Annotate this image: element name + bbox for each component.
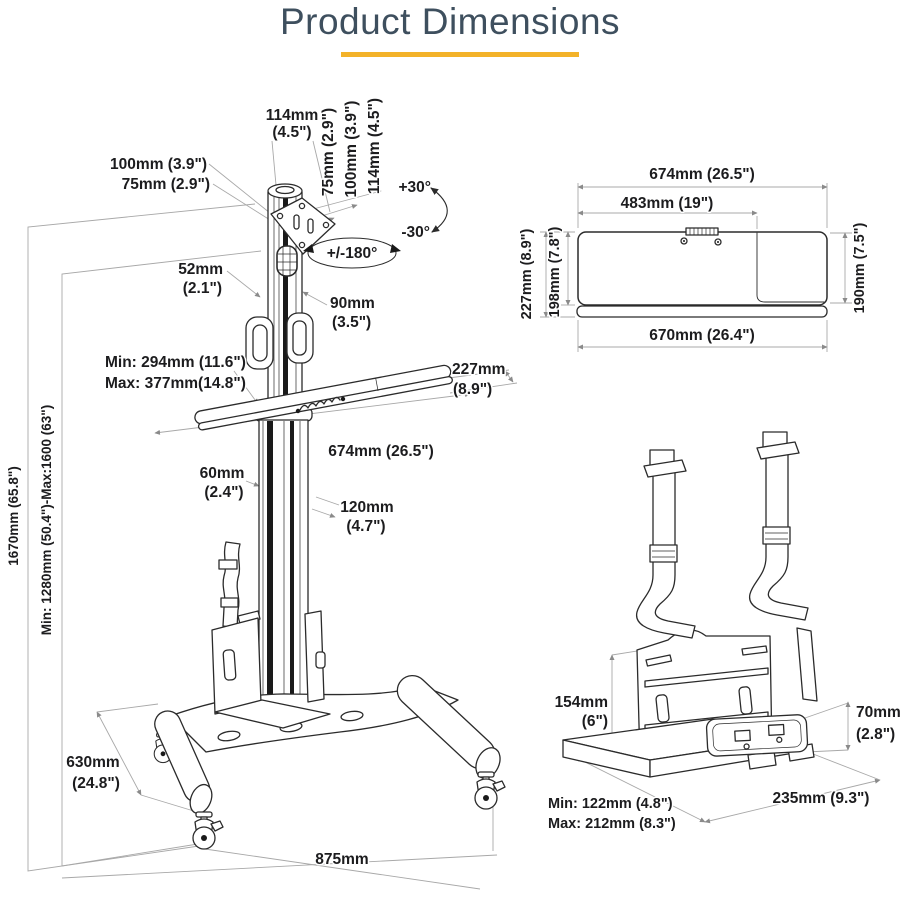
- dim-cpu-front-in: (2.8"): [856, 726, 895, 743]
- dim-pole-width-mm: 52mm: [178, 261, 223, 278]
- dim-col-depth-mm: 120mm: [340, 499, 393, 516]
- cart-lower-column: [254, 407, 313, 707]
- dim-side-75: 75mm (2.9"): [320, 108, 337, 196]
- dim-pole-depth-in: (3.5"): [332, 314, 371, 331]
- cart-drawing: [153, 183, 506, 850]
- cpu-front-panel: [705, 714, 809, 757]
- dim-tilt-up: +30°: [399, 179, 432, 196]
- cpu-holder-view: 154mm (6") 70mm (2.8") 235mm (9.3") Min:…: [547, 431, 900, 834]
- dim-cpu-width-min: Min: 122mm (4.8"): [548, 796, 673, 812]
- cpu-dimension-labels: 154mm (6") 70mm (2.8") 235mm (9.3") Min:…: [547, 693, 900, 834]
- keyboard-tray: [194, 364, 453, 431]
- tray-dimension-labels: 674mm (26.5") 483mm (19") 227mm (8.9") 1…: [518, 165, 870, 346]
- cart-handles: [245, 312, 314, 370]
- dim-tray-min: Min: 294mm (11.6"): [105, 354, 246, 371]
- dim-cpu-width-max: Max: 212mm (8.3"): [548, 816, 676, 832]
- cpu-strap-left: [635, 449, 696, 639]
- dim-col-width-mm: 60mm: [200, 465, 245, 482]
- dim-height-range: Min: 1280mm (50.4")-Max:1600 (63"): [39, 405, 54, 635]
- dim-total-height: 1670mm (65.8"): [6, 466, 21, 565]
- cpu-holder-drawing: [562, 431, 818, 778]
- dim-tray-kb-width: 483mm (19"): [621, 195, 714, 212]
- caster-front-right: [474, 771, 506, 810]
- cart-base: [153, 674, 506, 850]
- dim-tray-top-width: 674mm (26.5"): [649, 166, 755, 183]
- tilt-swivel-annotations: [303, 187, 448, 269]
- tray-spring-clamp: [295, 396, 346, 414]
- tray-top-drawing: [576, 227, 828, 318]
- dim-col-width-in: (2.4"): [204, 484, 243, 501]
- dim-pole-width-in: (2.1"): [183, 280, 222, 297]
- dim-hole-75: 75mm (2.9"): [122, 176, 210, 193]
- tray-dimension-lines: [540, 183, 852, 352]
- dim-base-depth-mm: 630mm: [66, 754, 119, 771]
- dim-tray-bottom-width: 670mm (26.4"): [649, 327, 755, 344]
- cpu-strap-right: [748, 431, 818, 702]
- dim-tray-inner-depth: 198mm (7.8"): [547, 226, 563, 317]
- vesa-mount-plate: [270, 197, 336, 255]
- dim-cpu-height-in: (6"): [582, 713, 608, 730]
- dim-vesa-width-in: (4.5"): [272, 124, 311, 141]
- cart-dimension-labels: 114mm (4.5") 100mm (3.9") 75mm (2.9") 75…: [5, 96, 507, 869]
- cart-cpu-holder: [211, 541, 331, 729]
- dim-tray-depth-mm: 227mm: [452, 361, 505, 378]
- dim-tray-right-depth: 190mm (7.5"): [852, 222, 868, 313]
- tray-top-view: 674mm (26.5") 483mm (19") 227mm (8.9") 1…: [518, 165, 870, 352]
- dim-cpu-depth: 235mm (9.3"): [773, 790, 870, 807]
- title-underline: [341, 52, 579, 57]
- dim-cpu-height-mm: 154mm: [555, 694, 608, 711]
- page-title: Product Dimensions: [279, 1, 621, 42]
- caster-front-left: [192, 811, 224, 850]
- dim-tilt-down: -30°: [401, 224, 430, 241]
- dim-cpu-front-mm: 70mm: [856, 704, 900, 721]
- dim-tray-depth-in: (8.9"): [453, 381, 492, 398]
- dim-tray-width: 674mm (26.5"): [328, 443, 434, 460]
- dim-tray-left-depth: 227mm (8.9"): [519, 228, 535, 319]
- dim-base-depth-in: (24.8"): [72, 775, 120, 792]
- dim-pole-depth-mm: 90mm: [330, 295, 375, 312]
- dim-hole-100: 100mm (3.9"): [110, 156, 207, 173]
- dim-base-width: 875mm: [315, 851, 368, 868]
- dim-tray-max: Max: 377mm(14.8"): [105, 375, 246, 392]
- dim-col-depth-in: (4.7"): [346, 518, 385, 535]
- dim-vesa-width-mm: 114mm: [266, 107, 319, 124]
- dim-side-114: 114mm (4.5"): [366, 98, 383, 194]
- cable-management-clip: [276, 245, 298, 277]
- dim-swivel: +/-180°: [327, 245, 378, 262]
- dim-side-100: 100mm (3.9"): [343, 101, 360, 198]
